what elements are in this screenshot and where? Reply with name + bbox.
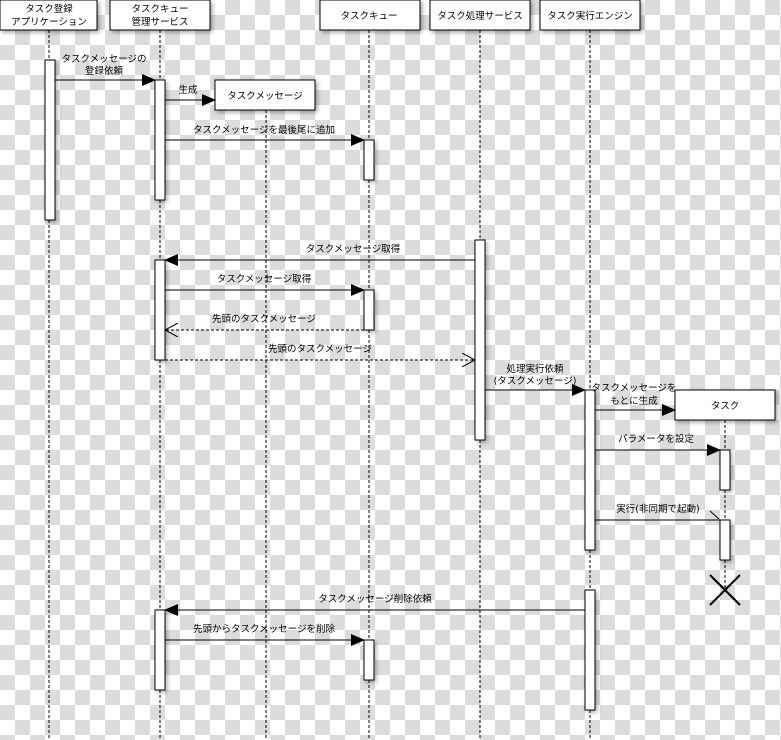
message-fetch-request: タスクメッセージ取得 [164, 243, 475, 266]
message-register: タスクメッセージの 登録依頼 [55, 54, 156, 86]
svg-text:タスクメッセージを最後尾に追加: タスクメッセージを最後尾に追加 [193, 124, 335, 136]
activation-processor [474, 239, 486, 441]
participant-label: タスク登録 [25, 3, 73, 15]
object-label: タスクメッセージ [227, 91, 302, 102]
svg-text:実行(非同期で起動): 実行(非同期で起動) [616, 503, 699, 515]
message-delete-head: 先頭からタスクメッセージを削除 [165, 623, 365, 646]
object-task[interactable]: タスク [674, 389, 776, 421]
svg-text:もとに生成: もとに生成 [610, 395, 658, 407]
message-set-params: パラメータを設定 [595, 433, 721, 456]
svg-text:処理実行依頼: 処理実行依頼 [506, 363, 564, 375]
participant-label: タスクキュー [131, 4, 188, 15]
message-return-head-to-processor: 先頭のタスクメッセージ [165, 343, 475, 360]
object-label: タスク [711, 401, 740, 412]
svg-text:タスクメッセージ取得: タスクメッセージ取得 [217, 273, 312, 285]
participant-app[interactable]: タスク登録 アプリケーション [0, 0, 98, 31]
activation-manager [154, 609, 166, 691]
object-message[interactable]: タスクメッセージ [214, 79, 316, 111]
message-delete-request: タスクメッセージ削除依頼 [164, 593, 585, 616]
participant-label: タスク実行エンジン [547, 10, 633, 22]
message-fetch: タスクメッセージ取得 [165, 273, 365, 296]
participant-label: タスク処理サービス [437, 10, 523, 22]
activation-task [719, 449, 731, 491]
svg-text:先頭のタスクメッセージ: 先頭のタスクメッセージ [212, 313, 316, 325]
activation-engine [584, 589, 596, 711]
activation-queue [363, 639, 375, 681]
message-create-task: タスクメッセージを もとに生成 [592, 383, 677, 416]
svg-text:タスクメッセージの: タスクメッセージの [62, 54, 147, 65]
participant-label: アプリケーション [11, 17, 87, 28]
svg-text:生成: 生成 [178, 84, 198, 96]
destroy-x-icon [709, 574, 741, 606]
svg-text:タスクメッセージ取得: タスクメッセージ取得 [306, 243, 401, 255]
activation-queue [363, 139, 375, 181]
participant-manager[interactable]: タスクキュー 管理サービス [109, 0, 211, 31]
message-append: タスクメッセージを最後尾に追加 [165, 124, 365, 146]
svg-text:(タスクメッセージ): (タスクメッセージ) [494, 376, 577, 387]
svg-text:タスクメッセージを: タスクメッセージを [592, 383, 677, 394]
activation-task [719, 519, 731, 561]
message-process-request: 処理実行依頼 (タスクメッセージ) [485, 363, 586, 396]
svg-text:タスクメッセージ削除依頼: タスクメッセージ削除依頼 [318, 593, 432, 605]
activation-app [44, 59, 56, 221]
activation-queue [363, 289, 375, 331]
participant-engine[interactable]: タスク実行エンジン [539, 0, 641, 31]
svg-text:先頭からタスクメッセージを削除: 先頭からタスクメッセージを削除 [193, 623, 335, 635]
activation-engine [584, 389, 596, 551]
participant-label: 管理サービス [131, 16, 188, 28]
svg-text:先頭のタスクメッセージ: 先頭のタスクメッセージ [268, 343, 372, 355]
participant-processor[interactable]: タスク処理サービス [429, 0, 531, 31]
svg-text:パラメータを設定: パラメータを設定 [618, 433, 694, 445]
message-create: 生成 [165, 84, 216, 106]
svg-text:登録依頼: 登録依頼 [85, 65, 124, 77]
activation-manager [154, 259, 166, 361]
message-execute-async: 実行(非同期で起動) [595, 503, 720, 521]
activation-manager [154, 79, 166, 201]
participant-label: タスクキュー [340, 11, 397, 22]
message-return-head: 先頭のタスクメッセージ [165, 313, 364, 330]
participant-queue[interactable]: タスクキュー [319, 0, 421, 31]
